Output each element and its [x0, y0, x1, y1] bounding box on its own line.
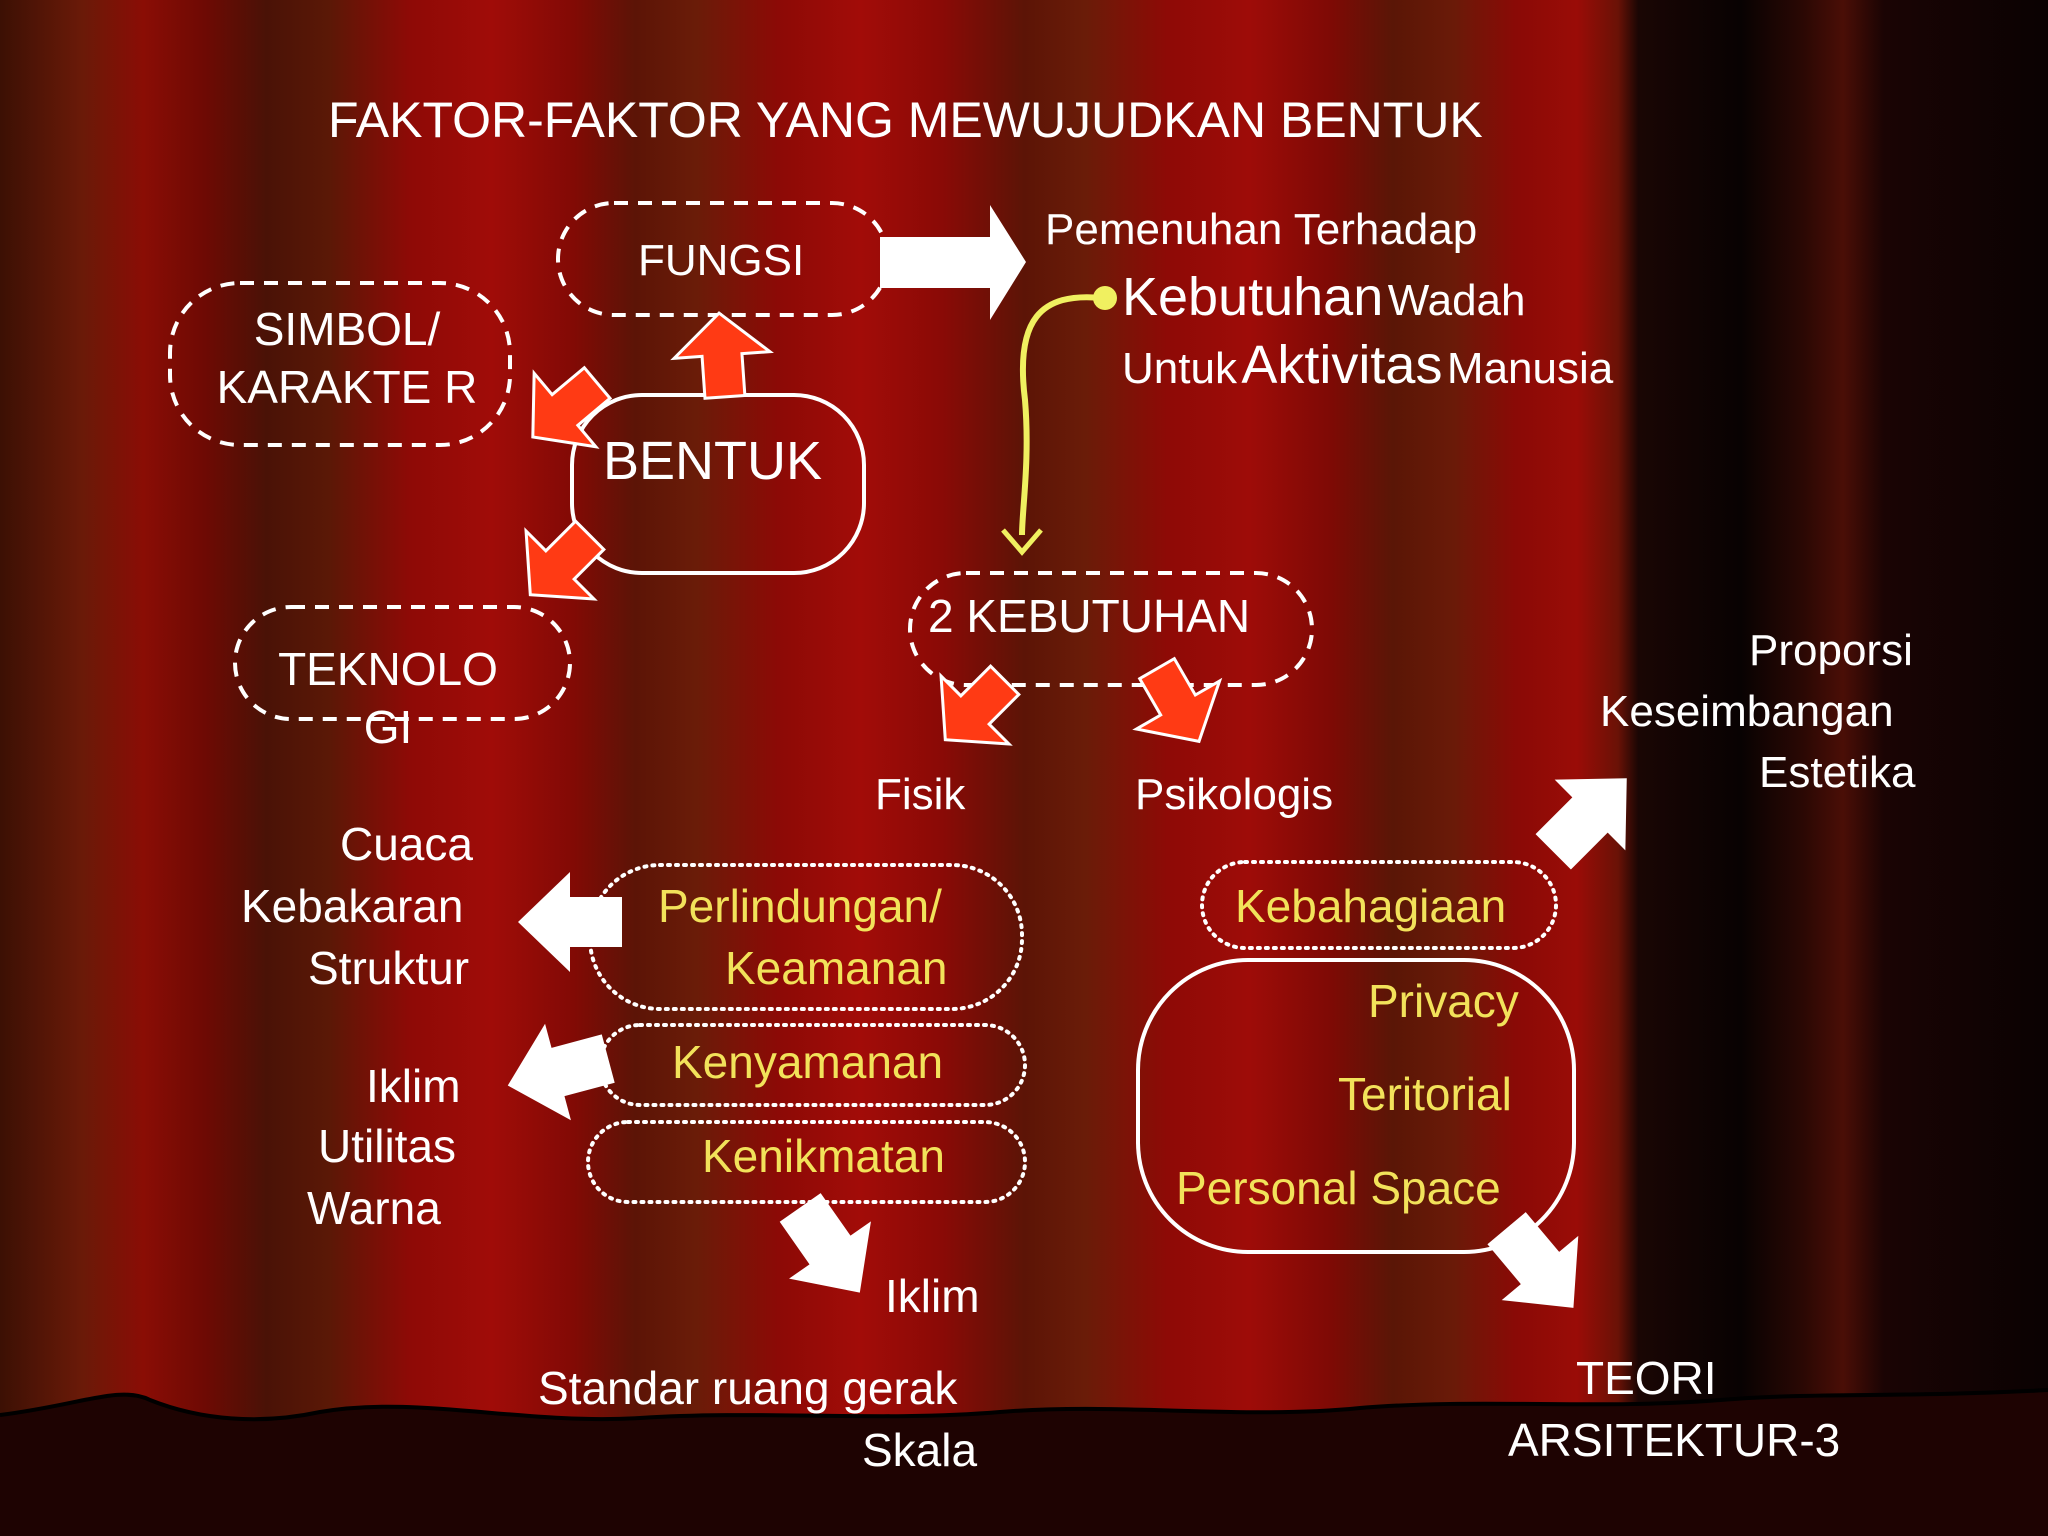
kebahagiaan-oval [1200, 860, 1558, 950]
page-title: FAKTOR-FAKTOR YANG MEWUJUDKAN BENTUK [328, 92, 1483, 148]
wadah-word: Wadah [1387, 276, 1526, 325]
white-arrow-perlindungan [518, 872, 622, 972]
out-cuaca: Cuaca [340, 818, 473, 870]
kenyamanan-label: Kenyamanan [672, 1036, 944, 1088]
privacy-label: Privacy [1368, 975, 1519, 1027]
red-arrow-down-left [524, 519, 606, 601]
connector-arrowhead [1001, 528, 1043, 556]
footer-teori: TEORI [1576, 1352, 1717, 1404]
perlindungan-label-1: Perlindungan/ [658, 880, 942, 932]
teritorial-label: Teritorial [1338, 1068, 1512, 1120]
stage-floor [0, 1390, 2048, 1536]
white-arrow-kebahagiaan [1535, 778, 1627, 870]
fisik-label: Fisik [875, 770, 966, 819]
kebutuhan-word: Kebutuhan [1122, 267, 1384, 327]
stage-floor-line [0, 1388, 2048, 1422]
fungsi-label: FUNGSI [638, 236, 805, 285]
kenikmatan-oval [586, 1120, 1027, 1204]
bentuk-label: BENTUK [603, 431, 823, 491]
footer-arsitektur: ARSITEKTUR-3 [1508, 1414, 1841, 1466]
fungsi-arrow [880, 205, 1026, 320]
out-struktur: Struktur [308, 942, 470, 994]
red-arrow-up [670, 311, 774, 400]
red-arrow-fisik [939, 664, 1021, 746]
untuk-word: Untuk [1122, 344, 1237, 393]
out-kenikmatan-iklim: Iklim [885, 1270, 980, 1322]
connector-line [1019, 294, 1103, 536]
red-arrow-left [531, 365, 613, 449]
simbol-label: SIMBOL/ KARAKTE R [216, 303, 478, 414]
out-utilitas: Utilitas [318, 1120, 457, 1172]
kebahagiaan-label: Kebahagiaan [1235, 880, 1507, 932]
white-arrow-kenyamanan [507, 1023, 615, 1121]
white-arrow-kenikmatan [779, 1193, 871, 1293]
teknologi-oval [233, 605, 572, 721]
pemenuhan-line3: Untuk Aktivitas Manusia [1122, 334, 1613, 396]
red-arrow-psikologis [1132, 656, 1223, 744]
connector-dot [1093, 286, 1117, 310]
manusia-word: Manusia [1446, 344, 1614, 393]
dua-kebutuhan-oval [908, 571, 1314, 687]
simbol-oval [168, 281, 512, 447]
out-skala: Skala [862, 1424, 978, 1476]
perlindungan-label-2: Keamanan [725, 942, 948, 994]
out-keseimbangan: Keseimbangan [1600, 687, 1894, 736]
teknologi-label: TEKNOLO GI [278, 643, 498, 754]
pemenuhan-line2: Kebutuhan Wadah [1122, 266, 1525, 328]
psikologis-box [1136, 958, 1576, 1254]
personal-space-label: Personal Space [1176, 1162, 1501, 1214]
out-warna: Warna [307, 1182, 441, 1234]
out-standar: Standar ruang gerak [538, 1362, 958, 1414]
out-kebakaran: Kebakaran [241, 880, 464, 932]
out-iklim: Iklim [366, 1060, 461, 1112]
out-estetika: Estetika [1759, 748, 1916, 797]
out-proporsi: Proporsi [1749, 626, 1913, 675]
aktivitas-word: Aktivitas [1241, 335, 1443, 395]
white-arrow-teori [1487, 1212, 1579, 1308]
psikologis-label: Psikologis [1135, 770, 1334, 819]
fungsi-oval [556, 201, 890, 317]
kenikmatan-label: Kenikmatan [702, 1130, 945, 1182]
pemenuhan-line1: Pemenuhan Terhadap [1045, 205, 1478, 254]
dua-kebutuhan-label: 2 KEBUTUHAN [928, 590, 1251, 642]
